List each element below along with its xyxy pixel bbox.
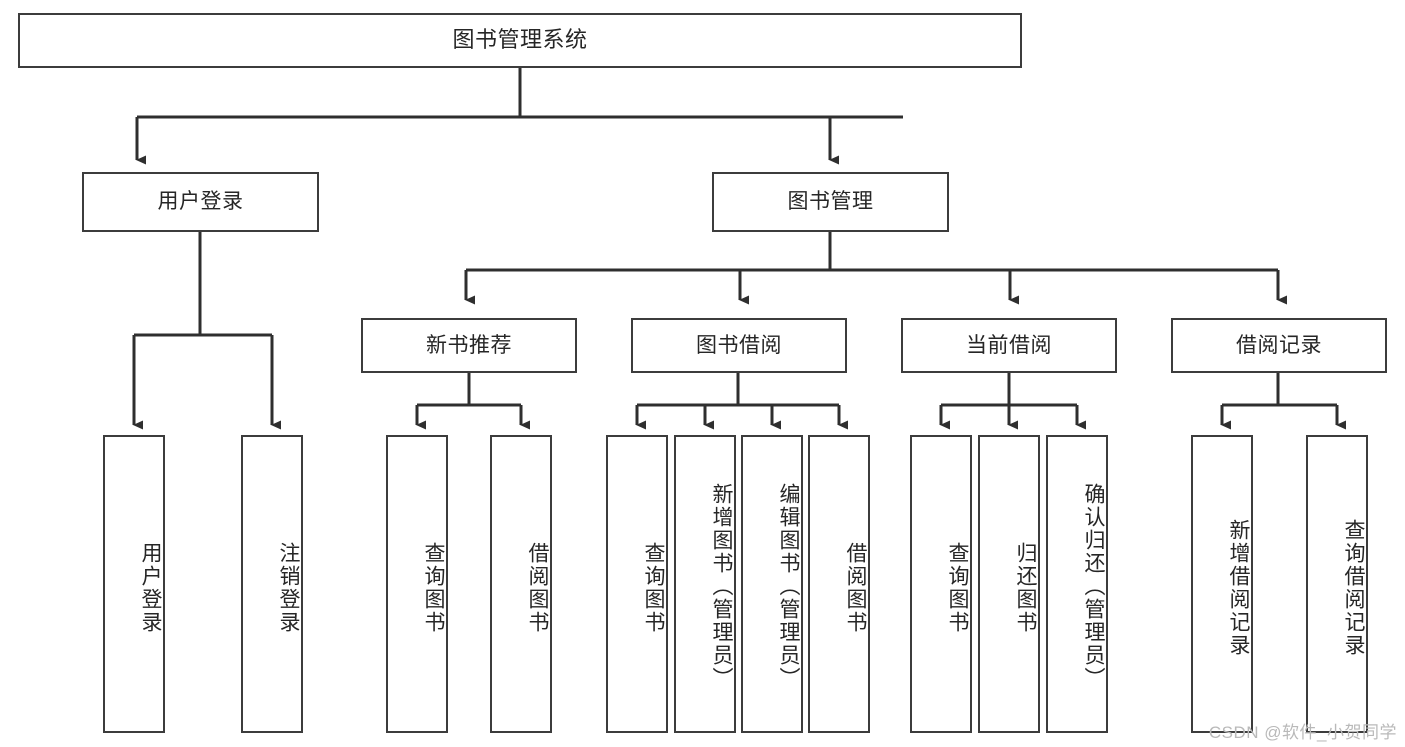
leaf-currentborrow-query-book[interactable]: 查询图书 [910,435,972,733]
leaf-bookborrow-add-book[interactable]: 新增图书（管理员） [674,435,736,733]
node-root-system[interactable]: 图书管理系统 [18,13,1022,68]
node-new-book-recommend[interactable]: 新书推荐 [361,318,577,373]
leaf-bookborrow-query-book-label: 查询图书 [642,542,665,634]
node-new-book-recommend-label: 新书推荐 [426,333,512,357]
node-borrow-record-label: 借阅记录 [1236,333,1322,357]
csdn-watermark: CSDN @软件_小贺同学 [1208,723,1397,742]
leaf-bookborrow-query-book[interactable]: 查询图书 [606,435,668,733]
leaf-bookborrow-edit-book-label: 编辑图书（管理员） [777,482,800,690]
leaf-user-login[interactable]: 用户登录 [103,435,165,733]
leaf-bookborrow-borrow-book-label: 借阅图书 [844,542,867,634]
leaf-bookborrow-edit-book[interactable]: 编辑图书（管理员） [741,435,803,733]
leaf-newbook-query-book[interactable]: 查询图书 [386,435,448,733]
leaf-newbook-borrow-book-label: 借阅图书 [526,542,549,634]
leaf-newbook-borrow-book[interactable]: 借阅图书 [490,435,552,733]
node-root-system-label: 图书管理系统 [452,27,588,53]
leaf-newbook-query-book-label: 查询图书 [422,542,445,634]
leaf-currentborrow-query-book-label: 查询图书 [946,542,969,634]
node-book-borrow-label: 图书借阅 [696,333,782,357]
leaf-bookborrow-add-book-label: 新增图书（管理员） [710,482,733,690]
leaf-user-logout[interactable]: 注销登录 [241,435,303,733]
node-current-borrow[interactable]: 当前借阅 [901,318,1117,373]
leaf-borrowrecord-query-record-label: 查询借阅记录 [1342,519,1365,657]
node-borrow-record[interactable]: 借阅记录 [1171,318,1387,373]
node-user-login[interactable]: 用户登录 [82,172,319,232]
node-current-borrow-label: 当前借阅 [966,333,1052,357]
node-user-login-label: 用户登录 [157,190,244,214]
node-book-borrow[interactable]: 图书借阅 [631,318,847,373]
leaf-currentborrow-confirm-return-label: 确认归还（管理员） [1082,482,1105,690]
leaf-user-login-label: 用户登录 [139,542,162,634]
leaf-borrowrecord-add-record[interactable]: 新增借阅记录 [1191,435,1253,733]
leaf-currentborrow-confirm-return[interactable]: 确认归还（管理员） [1046,435,1108,733]
leaf-currentborrow-return-book[interactable]: 归还图书 [978,435,1040,733]
leaf-user-logout-label: 注销登录 [277,542,300,634]
leaf-bookborrow-borrow-book[interactable]: 借阅图书 [808,435,870,733]
node-book-management-label: 图书管理 [787,190,874,214]
node-book-management[interactable]: 图书管理 [712,172,949,232]
leaf-borrowrecord-query-record[interactable]: 查询借阅记录 [1306,435,1368,733]
leaf-currentborrow-return-book-label: 归还图书 [1014,542,1037,634]
leaf-borrowrecord-add-record-label: 新增借阅记录 [1227,519,1250,657]
